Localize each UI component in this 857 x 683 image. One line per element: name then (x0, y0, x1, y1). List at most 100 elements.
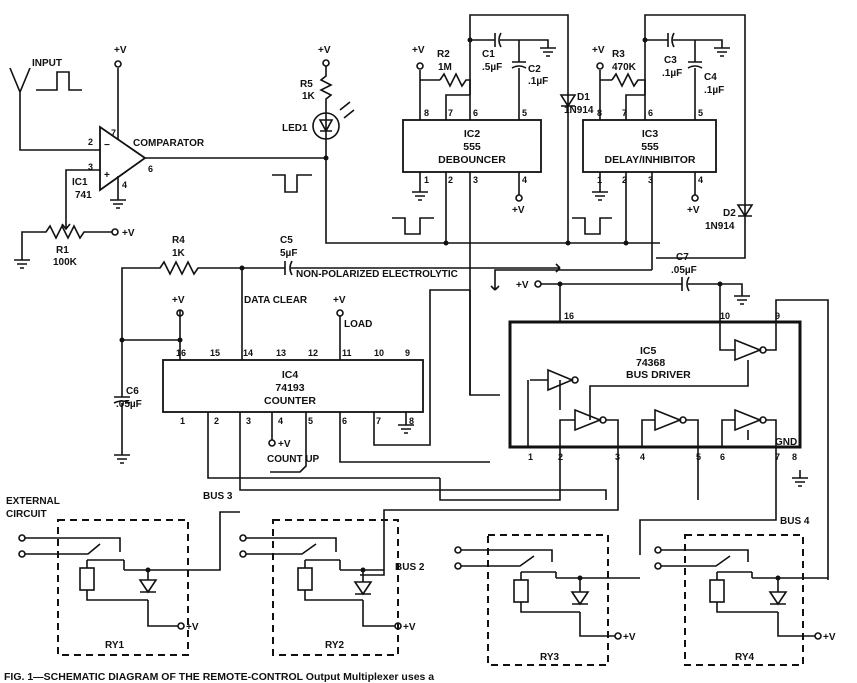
ic1-pin-2: 2 (88, 137, 93, 147)
ic1-supply-label: +V (114, 45, 127, 56)
ic5-part: 74368 (636, 357, 665, 369)
ic2-supply-label: +V (412, 45, 425, 56)
ic2-pin-2: 2 (448, 175, 453, 185)
load-supply-label: +V (333, 295, 346, 306)
ic1-name: COMPARATOR (133, 138, 205, 149)
ic4-pin-8: 8 (409, 416, 414, 426)
c1-ref: C1 (482, 49, 495, 60)
ic2-pin-4: 4 (522, 175, 527, 185)
comparator-output-waveform (272, 174, 312, 193)
ic4-part: 74193 (275, 382, 304, 394)
ic1-plus-sign: + (104, 170, 110, 181)
ic4-supply-label: +V (172, 295, 185, 306)
relay-ry4: +V RY4 (654, 534, 836, 666)
ic4-pin-14: 14 (243, 348, 253, 358)
ic4-pin-5: 5 (308, 416, 313, 426)
c1-value: .5µF (482, 62, 502, 73)
c4-value: .1µF (704, 85, 724, 96)
wire-bus-3 (207, 412, 440, 479)
ic1-ref: IC1 (72, 177, 88, 188)
ic1-pin-6: 6 (148, 164, 153, 174)
ic4-pin-4: 4 (278, 416, 283, 426)
c2-ref: C2 (528, 64, 541, 75)
r3-value: 470K (612, 62, 637, 73)
ic4-name: COUNTER (264, 395, 316, 407)
r4-value: 1K (172, 248, 186, 259)
ic5-pin-8: 8 (792, 452, 797, 462)
ic5-supply-label: +V (516, 280, 529, 291)
ic4-pin-1: 1 (180, 416, 185, 426)
ic3-supply-label: +V (592, 45, 605, 56)
delay-waveform (572, 217, 612, 235)
figure-caption: FIG. 1—SCHEMATIC DIAGRAM OF THE REMOTE-C… (4, 671, 434, 683)
ry3-label: RY3 (540, 652, 560, 663)
ic5-ref: IC5 (640, 345, 657, 357)
ic1-comparator: +V 2 3 7 4 6 − + COMPARATOR IC1 741 (72, 45, 326, 209)
ic4-pin4-supply-label: +V (278, 439, 291, 450)
ic4-pin-11: 11 (342, 348, 352, 358)
r2-ref: R2 (437, 49, 450, 60)
ic5-pin-16: 16 (564, 311, 574, 321)
c3-value: .1µF (662, 68, 682, 79)
ry4-supply-label: +V (823, 632, 836, 643)
bus-2-label: BUS 2 (395, 562, 425, 573)
ic3-name: DELAY/INHIBITOR (604, 154, 695, 166)
c5-value: 5µF (280, 248, 297, 259)
ic4-pin-2: 2 (214, 416, 219, 426)
d2-diode: D2 1N914 (656, 204, 754, 259)
ic5-bus-driver: IC5 74368 BUS DRIVER 16 10 9 1 2 3 4 5 6… (508, 311, 802, 462)
ic5-pin-9: 9 (775, 311, 780, 321)
data-clear-label: DATA CLEAR (244, 295, 308, 306)
r3-ref: R3 (612, 49, 625, 60)
ic3-pin-7: 7 (622, 108, 627, 118)
ic4-pin-16: 16 (176, 348, 186, 358)
led1-ref: LED1 (282, 123, 308, 134)
c5-note: NON-POLARIZED ELECTROLYTIC (296, 269, 458, 280)
ic1-minus-sign: − (104, 140, 110, 151)
ic5-pin-10: 10 (720, 311, 730, 321)
ic2-pin-1: 1 (424, 175, 429, 185)
relay-ry2: +V RY2 (239, 519, 416, 656)
input-pulse-waveform (36, 71, 82, 91)
c6-value: .05µF (116, 399, 142, 410)
r1-value: 100K (53, 257, 78, 268)
r4-ref: R4 (172, 235, 185, 246)
ic4-pin-13: 13 (276, 348, 286, 358)
c7-value: .05µF (671, 265, 697, 276)
ry1-supply-label: +V (186, 622, 199, 633)
ic5-pin-4: 4 (640, 452, 645, 462)
ic2-ref: IC2 (464, 128, 481, 140)
ic1-pin-3: 3 (88, 162, 93, 172)
antenna (9, 67, 100, 151)
bus-3-label: BUS 3 (203, 491, 233, 502)
d1-ref: D1 (577, 92, 590, 103)
bus-4-label: BUS 4 (780, 516, 810, 527)
ic2-part: 555 (463, 141, 481, 153)
wire-pin5-line (339, 412, 490, 463)
relay-ry3: +V RY3 (454, 534, 640, 666)
count-up-label: COUNT UP (267, 454, 320, 465)
ic4-pin-15: 15 (210, 348, 220, 358)
ic5-pin-6: 6 (720, 452, 725, 462)
ic2-pin-6: 6 (473, 108, 478, 118)
ry1-label: RY1 (105, 640, 125, 651)
ic3-pin-4: 4 (698, 175, 703, 185)
ic1-part: 741 (75, 190, 92, 201)
r5-supply-label: +V (318, 45, 331, 56)
d1-value: 1N914 (564, 105, 594, 116)
d1-diode: D1 1N914 (559, 92, 594, 246)
c5-ref: C5 (280, 235, 293, 246)
external-circuit-label-line2: CIRCUIT (6, 509, 47, 520)
ic4-ref: IC4 (282, 369, 299, 381)
ic1-pin-7: 7 (111, 128, 116, 138)
c3-ref: C3 (664, 55, 677, 66)
c6-ref: C6 (126, 386, 139, 397)
ic3-pin-2: 2 (622, 175, 627, 185)
ic2-debouncer: IC2 555 DEBOUNCER 8 7 6 5 1 2 3 4 +V R2 … (402, 14, 569, 395)
ic3-delay-inhibitor: IC3 555 DELAY/INHIBITOR 8 7 6 5 1 2 3 4 … (582, 14, 746, 270)
r1-supply-label: +V (122, 228, 135, 239)
r4-c5-network: R4 1K C5 5µF NON-POLARIZED ELECTROLYTIC … (113, 235, 561, 464)
ry3-supply-label: +V (623, 632, 636, 643)
ic5-pin-1: 1 (528, 452, 533, 462)
